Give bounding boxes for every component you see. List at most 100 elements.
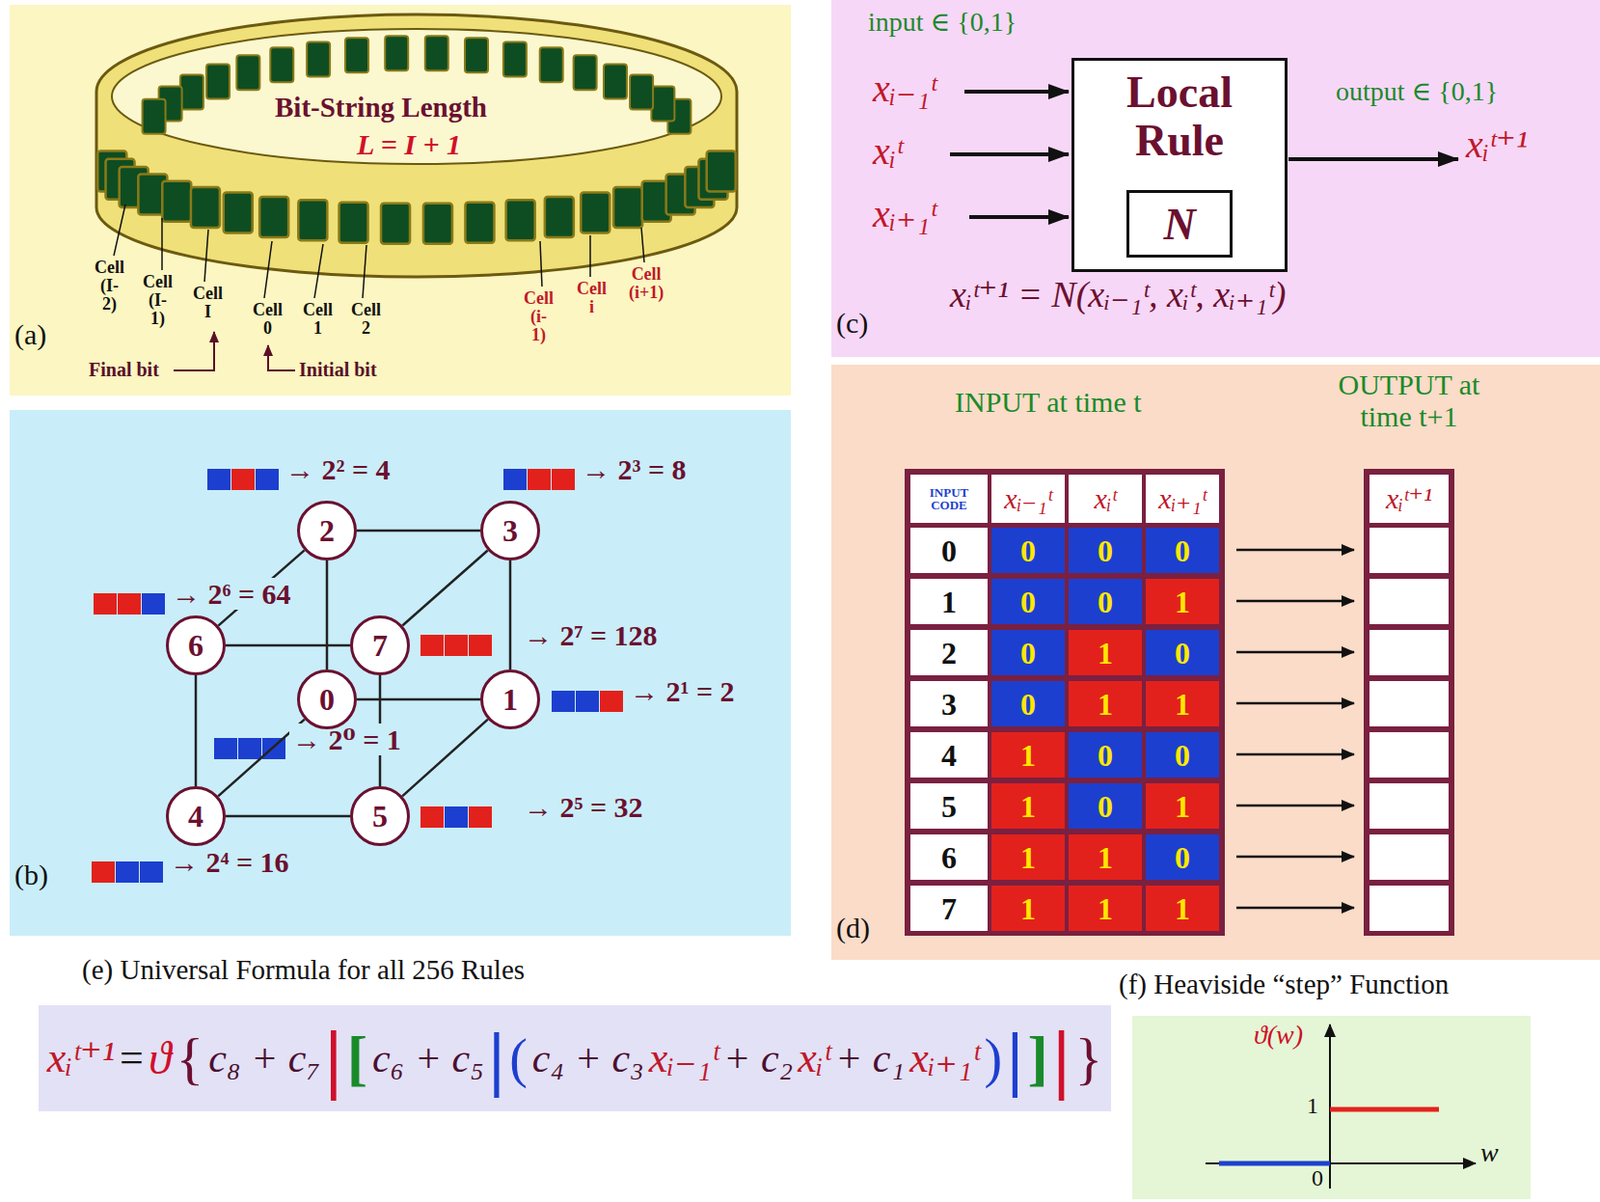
node-text: 2 xyxy=(319,513,335,549)
bit-cell: 1 xyxy=(991,732,1065,778)
ring-cell xyxy=(190,187,220,228)
formula-part: ) xyxy=(984,1030,1004,1085)
ring-cell xyxy=(298,199,327,241)
x-axis xyxy=(1205,1162,1476,1165)
bit-cell: 0 xyxy=(991,680,1065,727)
ring-cell xyxy=(506,199,536,241)
bit-cell: 1 xyxy=(991,834,1065,880)
ring-cell xyxy=(380,203,410,245)
tick-label: 0 xyxy=(1311,1165,1324,1191)
panel-letter: (c) xyxy=(836,306,868,339)
formula-part: c₄ + c₃ xyxy=(532,1037,645,1079)
code-square xyxy=(551,690,575,712)
bit-cell: 1 xyxy=(991,885,1065,931)
code-square xyxy=(575,690,599,712)
ring-title: Bit-String Length xyxy=(274,92,488,124)
formula-part: xᵢᵗ⁺¹ xyxy=(47,1036,115,1080)
panel-caption: (f) Heaviside “step” Function xyxy=(1118,969,1449,1001)
code-square xyxy=(207,468,231,490)
cell-label: Cell 0 xyxy=(252,300,283,338)
ring-cell xyxy=(540,47,564,82)
cube-edge xyxy=(356,529,481,533)
output-cell xyxy=(1369,680,1449,727)
ring-cell xyxy=(345,37,369,73)
ring-cell xyxy=(503,41,527,77)
formula-part: ϑ xyxy=(148,1034,172,1082)
panel-caption: (e) Universal Formula for all 256 Rules xyxy=(81,954,525,986)
output-cell xyxy=(1369,783,1449,829)
header-cell: xᵢ₋₁ᵗ xyxy=(991,474,1065,523)
row-arrow xyxy=(1236,599,1355,603)
output-cell xyxy=(1369,527,1449,573)
code-square xyxy=(117,593,141,615)
code-square xyxy=(444,806,468,828)
formula-part: ] xyxy=(1027,1027,1048,1089)
cube-edge xyxy=(225,814,351,818)
cube-vertex: 4 xyxy=(165,786,226,846)
rule-equation: xᵢᵗ⁺¹ = N(xᵢ₋₁ᵗ, xᵢᵗ, xᵢ₊₁ᵗ) xyxy=(949,274,1286,316)
ring-hole xyxy=(111,28,722,164)
column-heading: OUTPUT at time t+1 xyxy=(1336,368,1482,433)
node-text: 5 xyxy=(372,798,388,835)
formula-part: xᵢ₊₁ᵗ xyxy=(909,1036,979,1080)
code-square xyxy=(91,861,115,883)
bit-cell: 1 xyxy=(1145,680,1220,727)
cube-vertex: 1 xyxy=(480,669,541,730)
ring-formula: L = I + 1 xyxy=(356,128,462,161)
ring-cell xyxy=(650,86,675,122)
ring-cell xyxy=(706,150,736,191)
cube-vertex: 2 xyxy=(297,500,357,561)
weight-label: → 2¹ = 2 xyxy=(626,675,738,707)
panel-letter: (b) xyxy=(14,858,49,891)
code-square xyxy=(420,634,444,656)
code-square xyxy=(468,634,492,656)
bit-cell: 0 xyxy=(991,578,1065,624)
panel-a xyxy=(9,4,791,396)
code-cell: 1 xyxy=(910,578,988,624)
code-cell: 6 xyxy=(910,834,988,880)
weight-label: → 2³ = 8 xyxy=(578,453,690,486)
row-arrow xyxy=(1236,650,1355,654)
input-variable: xᵢ₋₁ᵗ xyxy=(872,67,937,110)
code-cell: 5 xyxy=(910,783,988,829)
code-square xyxy=(503,468,527,490)
formula-part: { xyxy=(175,1029,204,1087)
output-header-cell xyxy=(1369,474,1449,523)
bit-cell: 1 xyxy=(1068,629,1142,676)
node-text: 6 xyxy=(188,627,204,664)
row-arrow xyxy=(1236,906,1355,910)
ring-cell xyxy=(236,54,260,90)
ring-cell xyxy=(629,75,653,110)
bit-cell: 0 xyxy=(1068,527,1142,573)
formula-part: | xyxy=(325,1019,343,1097)
output-cells xyxy=(1236,527,1449,931)
node-text: 0 xyxy=(319,681,335,718)
formula-part: | xyxy=(1053,1019,1071,1097)
bit-note: Final bit xyxy=(88,358,160,380)
code-cell: 0 xyxy=(910,527,988,573)
bit-cell: 1 xyxy=(991,783,1065,829)
cell-label: Cell (i+1) xyxy=(628,265,664,302)
bit-cell: 1 xyxy=(1145,578,1220,624)
ring-cell xyxy=(603,64,627,100)
panel-d xyxy=(831,364,1600,960)
code-square xyxy=(420,806,444,828)
ring-cell xyxy=(423,203,453,245)
ring-cell xyxy=(206,64,230,100)
bit-cell: 0 xyxy=(1145,629,1220,676)
ring-cells xyxy=(97,35,735,245)
bit-cell: 1 xyxy=(1145,885,1220,931)
final-bit-pointer xyxy=(173,331,215,371)
panel-f xyxy=(1132,1015,1531,1199)
cell-label: Cell I xyxy=(192,284,223,322)
node-text: Local Rule xyxy=(1126,68,1233,164)
ring-cell xyxy=(180,75,204,110)
header-cell: xᵢ₊₁ᵗ xyxy=(1145,474,1220,523)
code-square xyxy=(93,593,117,615)
formula-part: c₆ + c₅ xyxy=(372,1037,485,1079)
step-high xyxy=(1329,1107,1439,1112)
ring-cell xyxy=(339,202,369,244)
code-square xyxy=(115,861,139,883)
ring-cell xyxy=(162,181,191,222)
